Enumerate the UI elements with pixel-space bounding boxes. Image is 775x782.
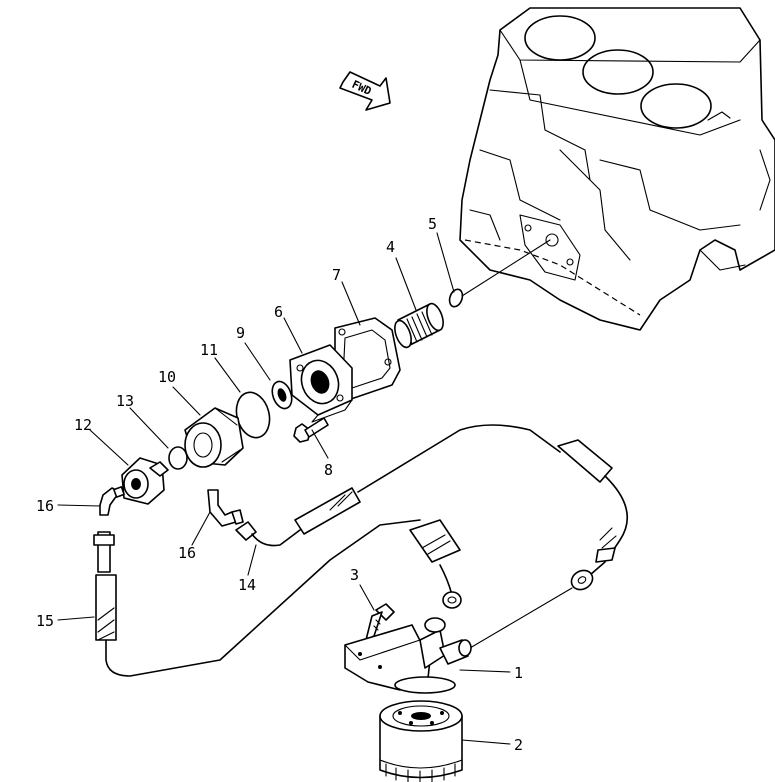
- part-2-oil-filter: [379, 700, 463, 782]
- callout-11: 11: [200, 341, 218, 359]
- callout-13: 13: [116, 392, 134, 410]
- part-4-relief-valve: [394, 302, 444, 349]
- engine-block: [459, 7, 775, 331]
- callout-14: 14: [238, 576, 256, 594]
- callout-5: 5: [428, 215, 437, 233]
- part-10-oil-cooler: [184, 407, 244, 468]
- callout-1: 1: [514, 664, 523, 682]
- callout-10: 10: [158, 368, 176, 386]
- callout-9: 9: [236, 324, 245, 342]
- callout-4: 4: [386, 238, 395, 256]
- part-5-o-ring: [448, 239, 551, 308]
- part-6-oil-cooler-cover: [289, 344, 353, 423]
- callout-8: 8: [324, 461, 333, 479]
- callout-7: 7: [332, 266, 341, 284]
- callout-16-left: 16: [36, 497, 54, 515]
- callout-12: 12: [74, 416, 92, 434]
- hose-to-filter-head: [409, 519, 462, 609]
- part-16-elbow-center: [207, 489, 244, 527]
- part-12-connector: [121, 457, 169, 505]
- callout-2: 2: [514, 736, 523, 754]
- callout-6: 6: [274, 303, 283, 321]
- callout-15: 15: [36, 612, 54, 630]
- part-14-tube: [235, 424, 629, 649]
- part-1-filter-head: [344, 617, 472, 694]
- part-15-hose: [93, 519, 421, 677]
- callout-labels: 1 2 3 4 5 6 7 8 9 10 11 12 13 14 15 16 1…: [36, 215, 523, 754]
- part-8-bolt: [293, 417, 329, 443]
- part-16-elbow-left: [99, 486, 125, 516]
- callout-3: 3: [350, 566, 359, 584]
- fwd-direction-arrow: FWD: [339, 71, 391, 111]
- part-9-seal: [271, 380, 293, 410]
- leader-lines: [57, 232, 511, 745]
- part-13-o-ring: [168, 446, 188, 470]
- callout-16-center: 16: [178, 544, 196, 562]
